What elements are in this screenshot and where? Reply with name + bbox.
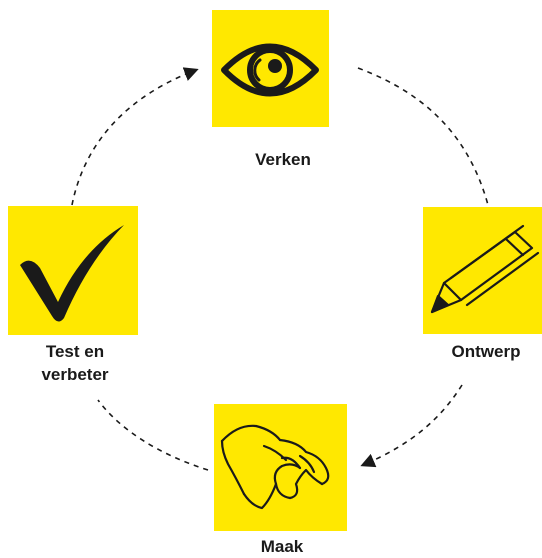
- arrow-verken-to-ontwerp: [357, 67, 489, 206]
- arrow-ontwerp-to-maak: [360, 384, 463, 468]
- ontwerp-tile: [423, 207, 542, 334]
- ontwerp-label: Ontwerp: [452, 342, 521, 361]
- arrow-maak-to-test: [97, 399, 209, 471]
- step-verken: Verken: [212, 10, 329, 169]
- pencil-icon: [430, 224, 540, 314]
- eye-icon: [221, 43, 319, 97]
- step-ontwerp: Ontwerp: [423, 207, 542, 361]
- checkmark-icon: [20, 225, 124, 322]
- pinching-hand-icon: [220, 424, 330, 510]
- cycle-connectors: [71, 67, 489, 471]
- test-label-line1: Test en: [46, 342, 104, 361]
- verken-label: Verken: [255, 150, 311, 169]
- arrow-test-to-verken: [71, 67, 199, 206]
- maak-label: Maak: [261, 537, 304, 556]
- step-maak: Maak: [214, 404, 347, 556]
- step-test-en-verbeter: Test en verbeter: [8, 206, 138, 384]
- test-label-line2: verbeter: [41, 365, 108, 384]
